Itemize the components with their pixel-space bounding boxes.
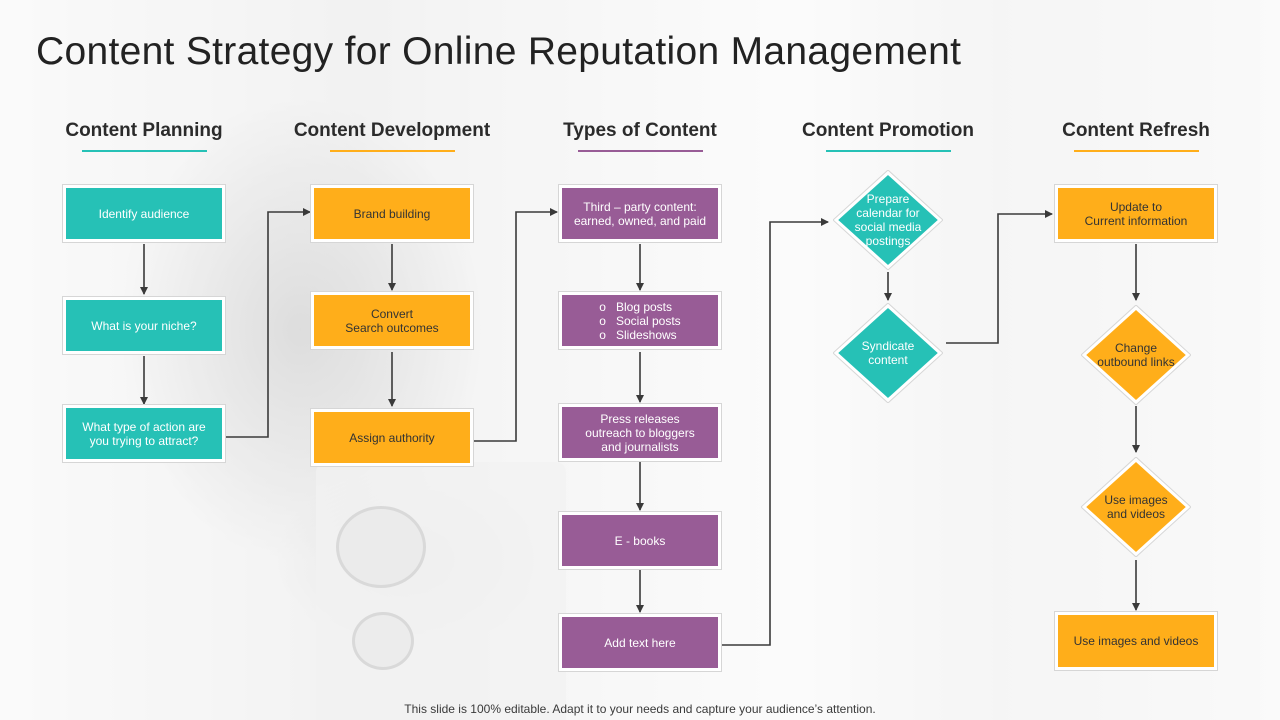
list-item-label: Blog posts xyxy=(615,299,673,314)
heading-underline xyxy=(577,150,703,152)
column-heading: Content Planning xyxy=(65,120,223,141)
step-update-current-information: Update to Current information xyxy=(1058,188,1214,239)
step-convert-search-outcomes: Convert Search outcomes xyxy=(314,295,470,346)
heading-underline xyxy=(1073,150,1199,152)
diamond-shape xyxy=(833,303,943,403)
step-what-is-your-niche: What is your niche? xyxy=(66,300,222,351)
bullet-marker: o xyxy=(599,313,606,328)
diamond-shape xyxy=(1081,457,1191,557)
slide-title: Content Strategy for Online Reputation M… xyxy=(36,30,962,73)
diamond-shape xyxy=(1081,305,1191,405)
step-syndicate-content: Syndicate content xyxy=(833,303,943,403)
step-type-of-action: What type of action are you trying to at… xyxy=(66,408,222,459)
step-use-images-and-videos-diamond: Use images and videos xyxy=(1081,457,1191,557)
step-press-releases: Press releases outreach to bloggers and … xyxy=(562,407,718,458)
heading-underline xyxy=(825,150,951,152)
column-heading: Content Development xyxy=(293,120,491,141)
diamond-label: Prepare calendar for social media postin… xyxy=(854,192,922,248)
column-heading: Content Promotion xyxy=(801,120,975,141)
diamond-label: Use images and videos xyxy=(1104,493,1168,521)
list-item-label: Slideshows xyxy=(615,327,677,342)
list-item-label: Social posts xyxy=(615,313,681,328)
heading-underline xyxy=(329,150,455,152)
column-heading: Types of Content xyxy=(563,120,717,141)
column-header-types-of-content: Types of Content xyxy=(520,120,760,152)
column-header-content-planning: Content Planning xyxy=(24,120,264,152)
step-assign-authority: Assign authority xyxy=(314,412,470,463)
step-e-books: E - books xyxy=(562,515,718,566)
heading-underline xyxy=(81,150,207,152)
diamond-label: Syndicate content xyxy=(861,339,915,367)
step-brand-building: Brand building xyxy=(314,188,470,239)
step-third-party-content: Third – party content: earned, owned, an… xyxy=(562,188,718,239)
diamond-label: Change outbound links xyxy=(1097,341,1175,369)
step-prepare-calendar: Prepare calendar for social media postin… xyxy=(833,170,943,270)
diamond-shape xyxy=(833,170,943,270)
step-use-images-and-videos-box: Use images and videos xyxy=(1058,615,1214,667)
step-add-text-here: Add text here xyxy=(562,617,718,668)
footer-note: This slide is 100% editable. Adapt it to… xyxy=(404,702,876,716)
step-change-outbound-links: Change outbound links xyxy=(1081,305,1191,405)
list-item: o Social posts xyxy=(599,314,680,328)
column-header-content-refresh: Content Refresh xyxy=(1016,120,1256,152)
step-identify-audience: Identify audience xyxy=(66,188,222,239)
list-item: o Slideshows xyxy=(599,328,680,342)
bullet-marker: o xyxy=(599,299,606,314)
bullet-marker: o xyxy=(599,327,606,342)
column-header-content-promotion: Content Promotion xyxy=(768,120,1008,152)
column-heading: Content Refresh xyxy=(1062,120,1210,141)
list-item: o Blog posts xyxy=(599,300,680,314)
column-header-content-development: Content Development xyxy=(272,120,512,152)
